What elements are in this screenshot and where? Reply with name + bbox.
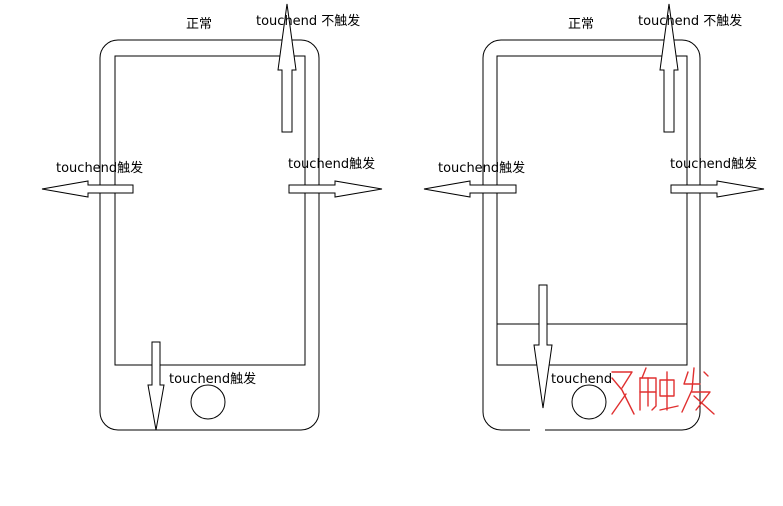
- right-down-arrow: [533, 284, 553, 409]
- right-bottom-label: touchend: [551, 372, 612, 387]
- left-down-arrow: [147, 341, 165, 431]
- left-right-label: touchend触发: [288, 156, 375, 172]
- handwritten-note: [611, 367, 715, 415]
- right-phone-body: [482, 39, 701, 431]
- left-left-label: touchend触发: [56, 160, 143, 176]
- left-phone-screen: [114, 55, 306, 366]
- left-up-arrow: [277, 3, 297, 133]
- left-title: 正常: [186, 17, 212, 32]
- right-left-arrow: [423, 180, 517, 198]
- left-home-button: [190, 384, 226, 420]
- right-left-label: touchend触发: [438, 160, 525, 176]
- right-right-label: touchend触发: [670, 156, 757, 172]
- left-right-arrow: [288, 180, 383, 198]
- left-phone-body: [99, 39, 320, 431]
- left-phone-diagram: 正常 touchend 不触发 touchend触发 touchend触发 to…: [41, 3, 383, 431]
- right-top-label: touchend 不触发: [638, 13, 742, 29]
- left-top-label: touchend 不触发: [256, 13, 360, 29]
- right-home-button: [571, 384, 607, 420]
- left-left-arrow: [41, 180, 134, 198]
- right-up-arrow: [659, 3, 679, 133]
- right-phone-screen: [496, 55, 688, 366]
- right-title: 正常: [568, 17, 594, 32]
- right-right-arrow: [670, 180, 765, 198]
- left-bottom-label: touchend触发: [169, 371, 256, 387]
- right-phone-diagram: 正常 touchend 不触发 touchend触发 touchend触发 to…: [423, 3, 765, 432]
